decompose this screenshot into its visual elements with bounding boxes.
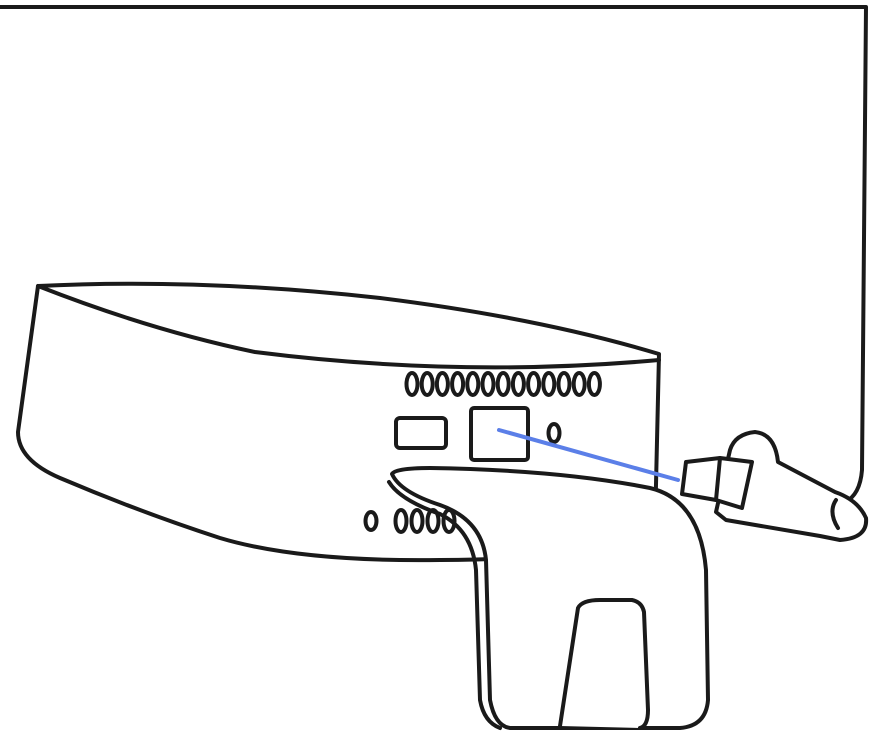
rj45-plug (682, 458, 752, 508)
usb-port (396, 418, 446, 448)
